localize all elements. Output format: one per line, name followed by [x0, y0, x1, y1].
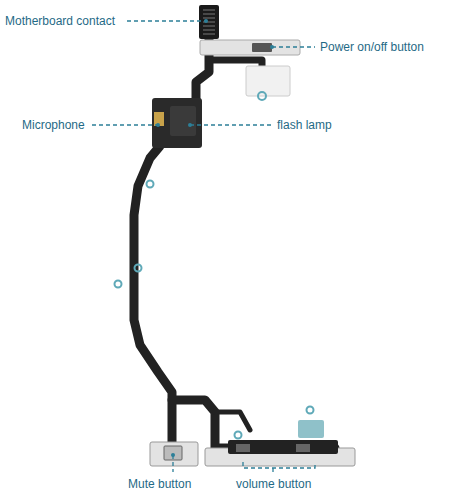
power-bracket	[200, 40, 300, 55]
part-label: volume button	[236, 477, 311, 491]
flash-lamp-module	[152, 98, 202, 148]
volume-switch	[236, 444, 250, 452]
flex-ribbon	[134, 38, 335, 448]
part-label: Mute button	[128, 477, 191, 491]
leader-dots	[156, 19, 274, 457]
part-label: flash lamp	[277, 118, 332, 132]
mute-bracket	[150, 442, 198, 466]
volume-switch	[296, 444, 310, 452]
stiffener-plate	[246, 66, 290, 96]
board-connector	[199, 5, 219, 39]
stiffener-plate	[298, 420, 324, 438]
flash-lamp-part	[170, 106, 196, 136]
connector-pins	[203, 10, 215, 34]
microphone-part	[154, 112, 164, 126]
mount-rings	[115, 92, 314, 439]
power-switch	[252, 43, 272, 52]
part-label: Motherboard contact	[5, 14, 115, 28]
leader-lines	[92, 21, 315, 473]
part-label: Microphone	[22, 118, 85, 132]
part-label: Power on/off button	[320, 40, 424, 54]
volume-flex-pad	[228, 440, 338, 454]
